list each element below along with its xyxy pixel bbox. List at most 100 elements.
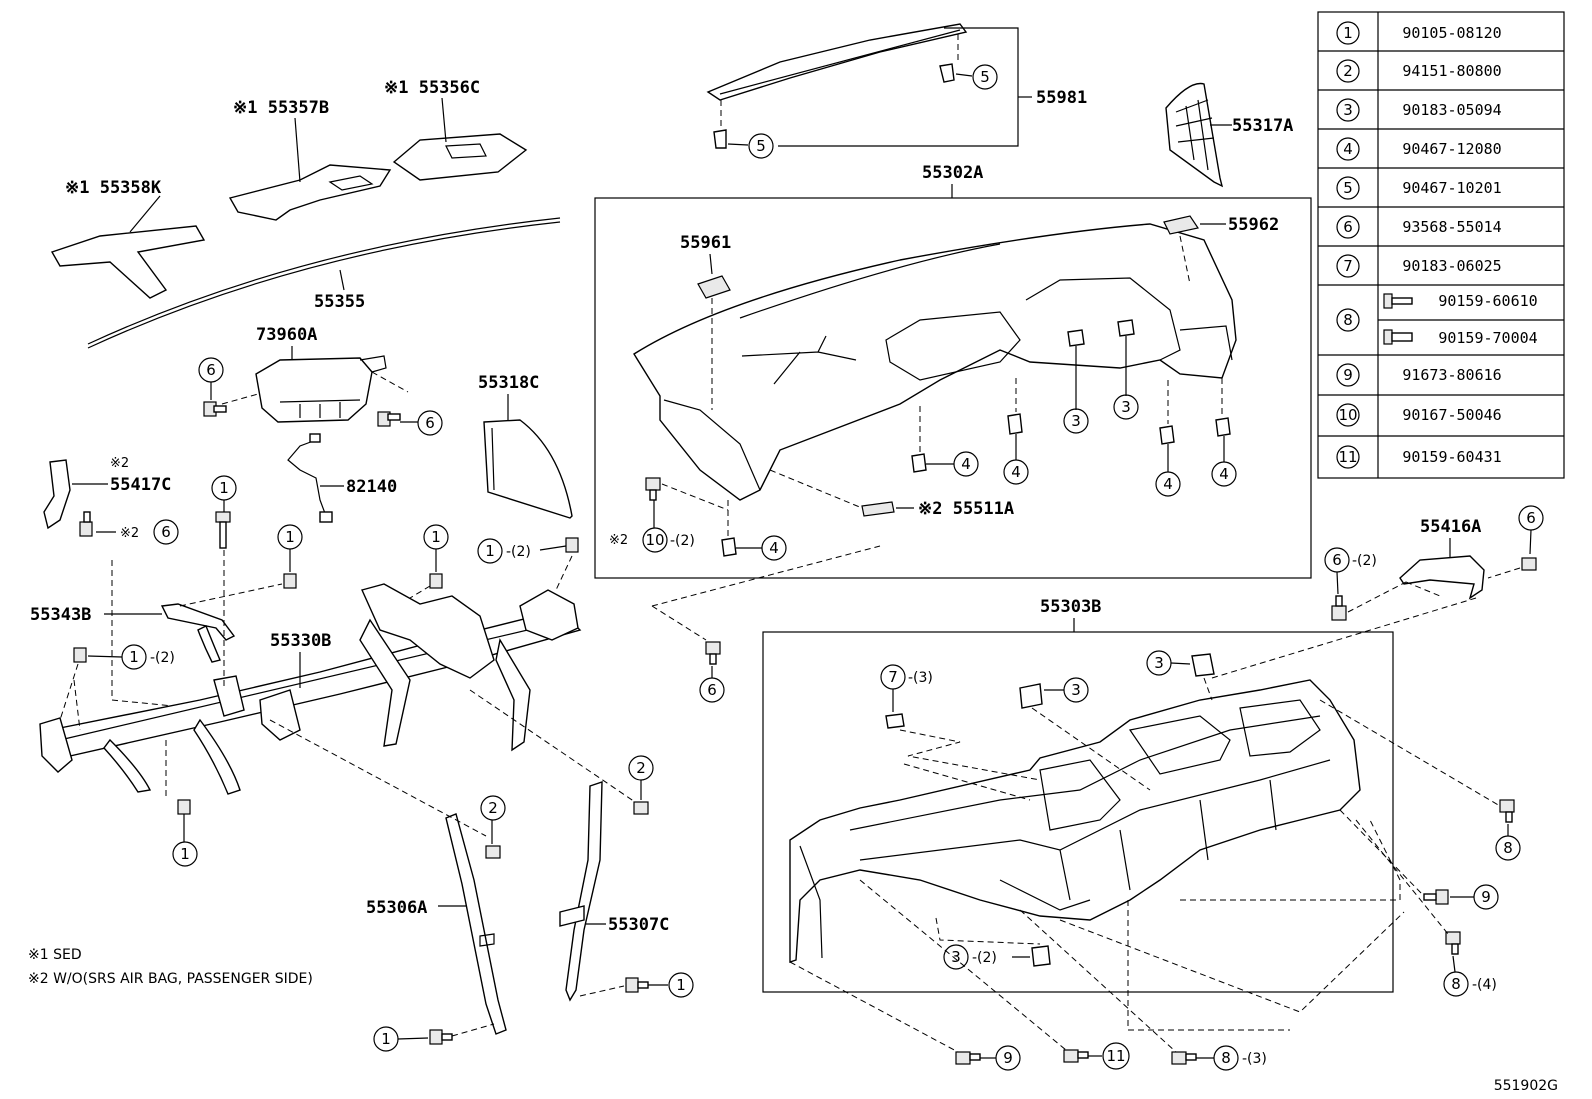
callout-mark: ※2 (120, 526, 139, 541)
label-55417C-mark: ※2 (110, 456, 129, 471)
label-55303B: 55303B (1040, 597, 1101, 617)
table-row-no: 7 (1343, 257, 1353, 275)
callout-1: 1 (219, 479, 229, 497)
vent-55961 (697, 275, 731, 299)
group-box-55302A (594, 197, 1312, 579)
callout-8: 8 (1221, 1049, 1231, 1067)
callout-4: 4 (961, 455, 971, 473)
bolt-icon (429, 1029, 453, 1045)
airbag-73960A (255, 355, 387, 423)
callout-qty: -(3) (1242, 1051, 1267, 1067)
brace-55306A (445, 813, 507, 1035)
bolt-icon (955, 1049, 1197, 1065)
screw-icon (645, 477, 661, 501)
label-55961: 55961 (680, 233, 731, 253)
label-82140: 82140 (346, 477, 397, 497)
bolt-icon (1383, 329, 1413, 345)
callout-2: 2 (636, 759, 646, 777)
bolt-icon (1383, 293, 1413, 309)
table-row-part: 90183-06025 (1402, 257, 1501, 275)
callout-1: 1 (485, 542, 495, 560)
bolt-icon (625, 977, 649, 993)
table-row-part: 90159-60610 (1438, 292, 1537, 310)
label-55416A: 55416A (1420, 517, 1481, 537)
table-row-part: 91673-80616 (1402, 366, 1501, 384)
callout-9: 9 (1481, 888, 1491, 906)
callout-qty: -(2) (972, 950, 997, 966)
brace-55307C (559, 781, 603, 1002)
table-row-part: 90467-10201 (1402, 179, 1501, 197)
table-row-no: 8 (1343, 311, 1353, 329)
table-row-no: 3 (1343, 101, 1353, 119)
table-row-no: 6 (1343, 218, 1353, 236)
vent-55962 (1163, 215, 1199, 235)
table-row-part: 93568-55014 (1402, 218, 1501, 236)
instrument-panel-55302A (633, 223, 1237, 501)
pad-55358K (50, 225, 206, 299)
callout-qty: -(4) (1472, 977, 1497, 993)
label-55330B: 55330B (270, 631, 331, 651)
clip-icon (885, 713, 905, 729)
side-panel-55317A (1165, 82, 1224, 188)
callout-4: 4 (1219, 465, 1229, 483)
callout-6: 6 (1526, 509, 1536, 527)
table-row-no: 11 (1338, 448, 1357, 466)
callout-3: 3 (1154, 654, 1164, 672)
label-55306A: 55306A (366, 898, 427, 918)
callout-qty: -(2) (1352, 553, 1377, 569)
label-55417C: 55417C (110, 475, 171, 495)
table-row-part: 90105-08120 (1402, 24, 1501, 42)
callout-8: 8 (1503, 839, 1513, 857)
table-row-part: 90159-70004 (1438, 329, 1537, 347)
label-55962: 55962 (1228, 215, 1279, 235)
callout-3: 3 (951, 948, 961, 966)
callout-1: 1 (129, 648, 139, 666)
callout-qty: -(2) (506, 544, 531, 560)
label-55317A: 55317A (1232, 116, 1293, 136)
table-row-no: 4 (1343, 140, 1353, 158)
bracket-55343B (160, 603, 236, 663)
label-55355: 55355 (314, 292, 365, 312)
callout-7: 7 (888, 668, 898, 686)
label-73960A: 73960A (256, 325, 317, 345)
callout-6: 6 (425, 414, 435, 432)
cover-55318C (483, 419, 573, 519)
trim-55511A (861, 501, 895, 517)
callout-6: 6 (707, 681, 717, 699)
pad-55357B (228, 164, 392, 221)
callout-3: 3 (1071, 412, 1081, 430)
callout-qty: -(3) (908, 670, 933, 686)
note-2: ※2 W/O(SRS AIR BAG, PASSENGER SIDE) (28, 971, 313, 987)
callout-1: 1 (285, 528, 295, 546)
bolt-icon (203, 401, 401, 427)
table-row-no: 1 (1343, 24, 1353, 42)
callout-2: 2 (488, 799, 498, 817)
reinforcement-55330B (39, 583, 582, 795)
weatherstrip-55355 (87, 217, 561, 349)
callout-10: 10 (645, 531, 664, 549)
table-row-part: 90159-60431 (1402, 448, 1501, 466)
table-row-part: 90183-05094 (1402, 101, 1501, 119)
table-row-part: 90467-12080 (1402, 140, 1501, 158)
clip-icon (1067, 319, 1135, 347)
group-box-55303B (762, 631, 1394, 993)
callout-6: 6 (206, 361, 216, 379)
diagram-code: 551902G (1494, 1078, 1558, 1094)
note-1: ※1 SED (28, 947, 82, 963)
callout-mark: ※2 (609, 533, 628, 548)
clip-icon (1019, 683, 1043, 709)
callout-1: 1 (381, 1030, 391, 1048)
label-55307C: 55307C (608, 915, 669, 935)
table-row-part: 94151-80800 (1402, 62, 1501, 80)
label-55302A: 55302A (922, 163, 983, 183)
bolt-icon (1331, 557, 1537, 621)
clip-icon (721, 413, 1231, 557)
callout-5: 5 (756, 137, 766, 155)
clip-icon (1191, 653, 1215, 677)
callout-qty: -(2) (150, 650, 175, 666)
bracket-55416A (1399, 555, 1485, 600)
bolt-icon (1423, 799, 1515, 955)
nut-icon (485, 845, 501, 859)
panel-frame-55303B (789, 679, 1361, 963)
callout-5: 5 (980, 68, 990, 86)
